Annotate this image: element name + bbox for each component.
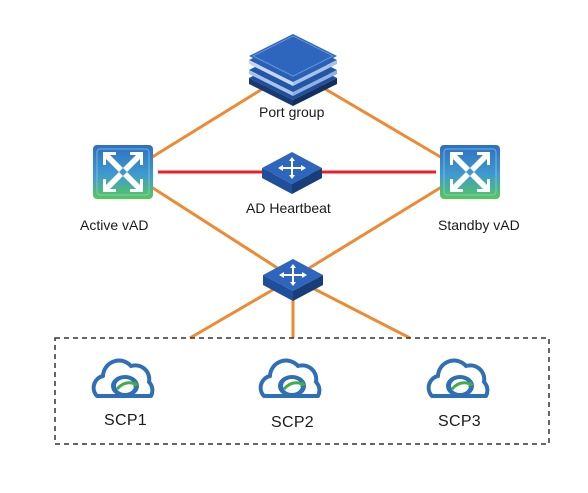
link-active-lowerswitch	[127, 170, 294, 280]
link-standby-lowerswitch	[292, 170, 467, 280]
cloud-icon	[426, 358, 490, 398]
router-icon	[93, 145, 153, 199]
active-vad-label: Active vAD	[80, 217, 149, 233]
switch-icon	[263, 259, 323, 301]
router-icon	[440, 145, 500, 199]
scp2-label: SCP2	[271, 414, 314, 431]
switch-stack-icon	[249, 34, 337, 106]
cloud-icon	[258, 358, 322, 398]
scp-group-box	[54, 337, 550, 445]
scp1-label: SCP1	[104, 412, 147, 429]
ad-heartbeat-label: AD Heartbeat	[246, 200, 331, 216]
cloud-icon	[91, 358, 155, 398]
port-group-label: Port group	[259, 104, 325, 120]
switch-icon	[262, 152, 322, 194]
scp3-label: SCP3	[438, 413, 481, 430]
standby-vad-label: Standby vAD	[438, 217, 520, 233]
